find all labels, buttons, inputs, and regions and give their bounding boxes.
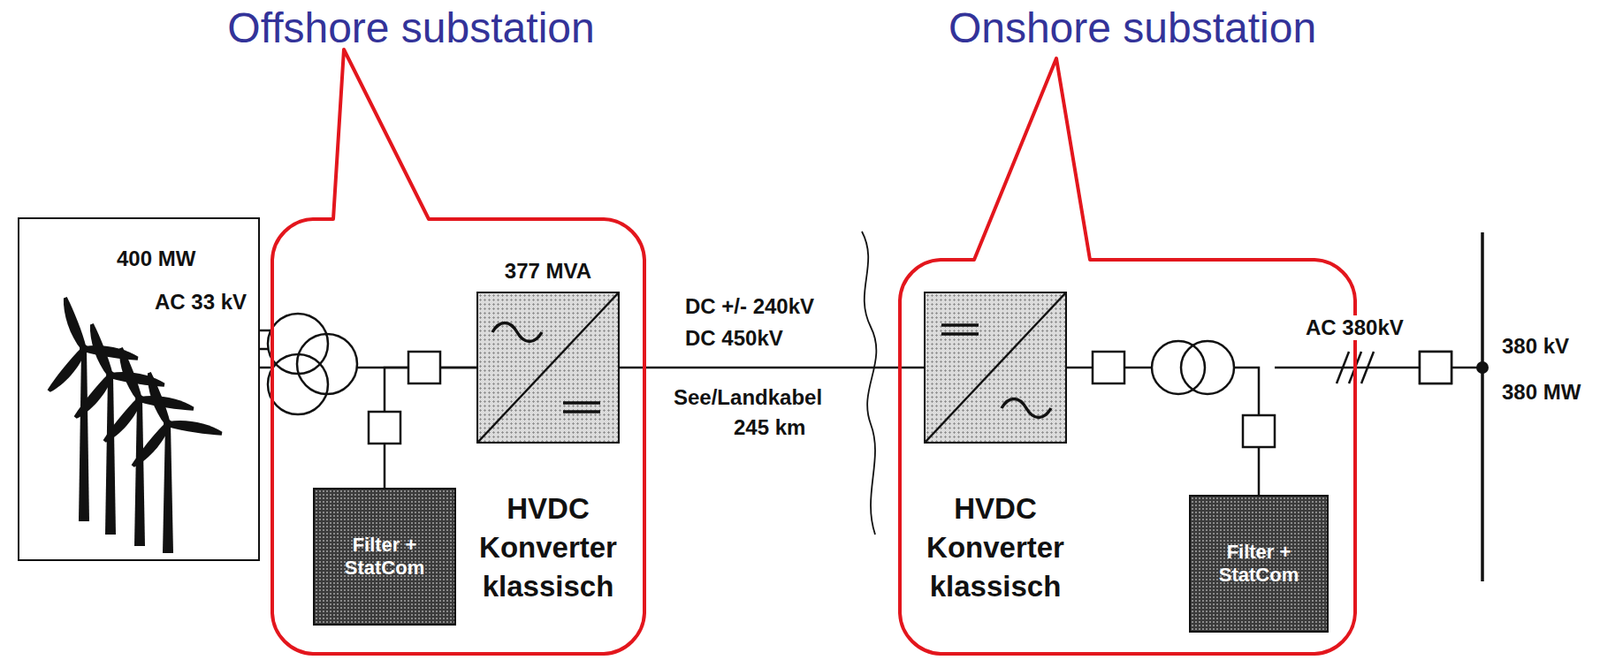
power-line	[619, 366, 924, 370]
substation-callout: Onshore substationHVDC Konverter klassis…	[898, 258, 1357, 656]
turbine-rotor	[72, 322, 166, 422]
text-anchor: See/Landkabel	[671, 385, 824, 411]
turbine-rotor	[101, 346, 195, 446]
text-anchor: 380 kV	[1500, 334, 1571, 359]
dc-voltage: DC +/- 240kV	[683, 294, 816, 320]
breaker-symbol	[1419, 351, 1452, 384]
converter-caption: HVDC Konverter klassisch	[911, 489, 1080, 607]
callout-heading: Offshore substation	[227, 3, 595, 53]
turbine-tower	[105, 375, 116, 535]
box-text: Filter + StatCom	[1204, 540, 1313, 587]
grid-busbar	[1480, 232, 1485, 582]
converter-box: 377 MVAHVDC Konverter klassisch	[476, 291, 620, 444]
winding	[1180, 341, 1235, 395]
converter-diagonal	[925, 293, 1066, 442]
breaker-symbol	[1242, 415, 1275, 448]
ac-voltage: AC 380kV	[1303, 315, 1406, 341]
filter-statcom-box: Filter + StatCom	[312, 487, 457, 626]
substation-callout: Offshore substation377 MVAHVDC Konverter…	[270, 217, 647, 656]
cable-length: 245 km	[731, 415, 808, 441]
wind-turbines	[45, 296, 223, 554]
grid-power: 380 MW	[1500, 380, 1583, 405]
phase-slash	[1348, 351, 1362, 384]
text-anchor: AC 380kV	[1303, 315, 1406, 341]
callout-border	[899, 58, 1356, 655]
turbine-tower	[162, 424, 174, 554]
dc-symbol	[941, 332, 979, 336]
cable-break-mark	[861, 231, 877, 535]
bus-junction-dot	[1476, 361, 1489, 374]
winding	[1151, 341, 1205, 395]
text-anchor: 245 km	[731, 415, 808, 441]
turbine-tower	[134, 399, 145, 547]
wind-farm-box: 400 MW AC 33 kV	[17, 217, 260, 562]
breaker-symbol	[1092, 351, 1125, 384]
converter-symbol	[925, 293, 1066, 442]
winding	[1180, 341, 1235, 395]
text-anchor: 380 MW	[1500, 380, 1583, 405]
text-anchor: 377 MVA	[504, 258, 592, 284]
dc-voltage: DC 450kV	[683, 326, 785, 351]
converter-symbol	[478, 293, 618, 442]
text-anchor: 400 MW	[116, 245, 196, 272]
callout-border	[272, 49, 645, 655]
ac-symbol	[492, 323, 542, 343]
text-anchor: Onshore substation	[948, 3, 1317, 53]
callout-heading: Onshore substation	[948, 3, 1317, 53]
dc-symbol	[563, 410, 601, 414]
winding	[297, 334, 358, 395]
text-anchor: DC 450kV	[683, 326, 785, 351]
three-winding-transformer-symbol	[267, 313, 358, 415]
cable-type: See/Landkabel	[671, 385, 824, 411]
grid-voltage: 380 kV	[1500, 334, 1571, 359]
voltage-rating: AC 33 kV	[154, 289, 247, 315]
text-anchor: Offshore substation	[227, 3, 595, 53]
converter-diagonal	[478, 293, 618, 442]
three-phase-marks	[1336, 351, 1374, 384]
dc-symbol	[563, 401, 601, 405]
text-anchor: HVDC Konverter klassisch	[911, 489, 1080, 607]
box-text: Filter + StatCom	[328, 533, 441, 580]
phase-slash	[1336, 351, 1349, 384]
phase-slash	[1361, 351, 1374, 384]
text-anchor: DC +/- 240kV	[683, 294, 816, 320]
converter-box: HVDC Konverter klassisch	[923, 291, 1067, 444]
converter-rating: 377 MVA	[504, 258, 592, 284]
dc-symbol	[941, 323, 979, 328]
text-anchor: HVDC Konverter klassisch	[464, 489, 633, 607]
breaker-symbol	[408, 351, 441, 384]
ac-symbol	[1001, 399, 1052, 419]
turbine-rotor	[129, 371, 223, 471]
converter-caption: HVDC Konverter klassisch	[464, 489, 633, 607]
breaker-symbol	[368, 411, 401, 444]
turbine-tower	[78, 349, 90, 522]
breaker-symbol	[1419, 351, 1452, 384]
text-anchor: AC 33 kV	[154, 289, 247, 315]
filter-statcom-box: Filter + StatCom	[1188, 495, 1329, 633]
two-winding-transformer-symbol	[1151, 341, 1235, 395]
power-rating: 400 MW	[116, 245, 196, 272]
